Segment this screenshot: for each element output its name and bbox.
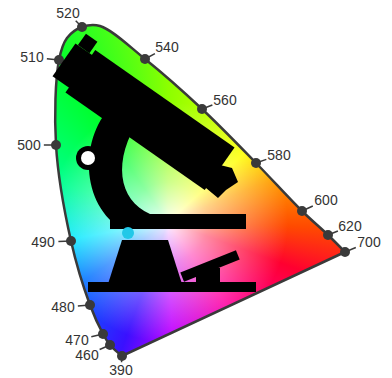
wavelength-label: 580 <box>267 148 290 162</box>
wavelength-label: 700 <box>357 235 380 249</box>
wavelength-label: 620 <box>338 219 361 233</box>
mirror-mount <box>196 268 220 284</box>
wavelength-dot <box>340 247 350 257</box>
wavelength-label: 490 <box>31 235 54 249</box>
tick-lines <box>44 21 356 363</box>
wavelength-label: 510 <box>20 50 43 64</box>
wavelength-label: 520 <box>56 6 79 20</box>
wavelength-dots <box>51 22 350 361</box>
wavelength-dot <box>98 329 108 339</box>
wavelength-dot <box>297 206 307 216</box>
wavelength-dot <box>105 340 115 350</box>
wavelength-dot <box>85 300 95 310</box>
microscope-pillar <box>108 240 182 284</box>
wavelength-dot <box>117 351 127 361</box>
wavelength-label: 600 <box>314 193 337 207</box>
wavelength-dot <box>51 140 61 150</box>
eyepiece-knob <box>78 34 97 53</box>
stage-hole <box>122 227 134 239</box>
spectral-locus <box>55 25 345 356</box>
wavelength-dot <box>251 158 261 168</box>
wavelength-dot <box>323 230 333 240</box>
wavelength-label: 500 <box>17 138 40 152</box>
wavelength-dot <box>77 22 87 32</box>
wavelength-label: 480 <box>51 300 74 314</box>
wavelength-label: 540 <box>155 40 178 54</box>
wavelength-label: 390 <box>109 363 132 377</box>
focus-knob-hole <box>81 151 95 165</box>
objective-revolver <box>196 160 238 198</box>
wavelength-label: 560 <box>213 93 236 107</box>
wavelength-dot <box>66 236 76 246</box>
wavelength-dot <box>197 104 207 114</box>
wavelength-label: 470 <box>65 333 88 347</box>
microscope-icon <box>49 32 256 292</box>
wavelength-label: 460 <box>75 348 98 362</box>
focus-knob <box>76 146 100 170</box>
wavelength-dot <box>140 54 150 64</box>
